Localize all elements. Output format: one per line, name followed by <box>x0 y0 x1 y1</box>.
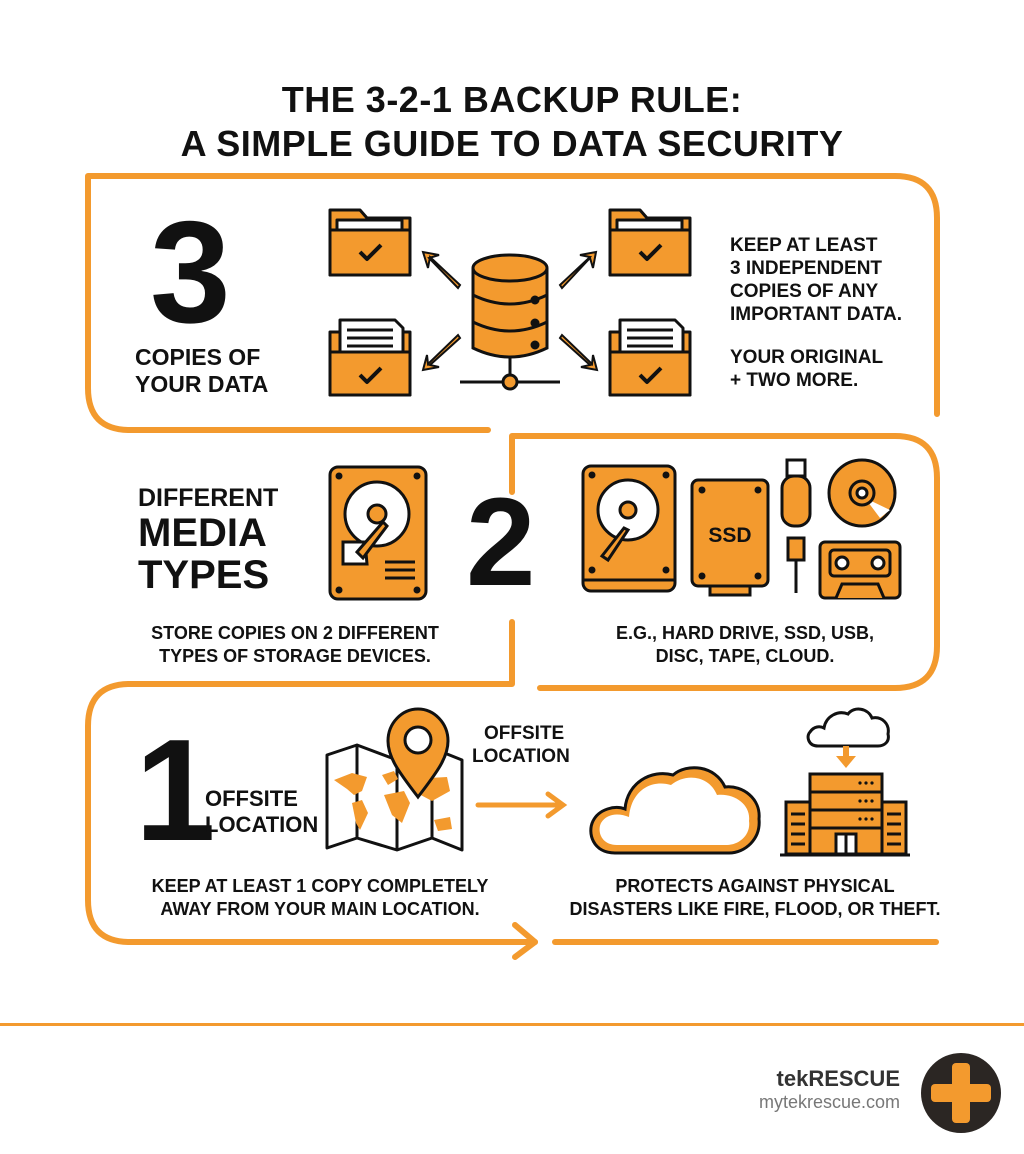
media-label-line-1: DIFFERENT <box>138 484 279 512</box>
data-center-icon <box>780 707 910 857</box>
copies-label: COPIES OF YOUR DATA <box>135 344 268 398</box>
folder-documents-icon <box>328 318 412 397</box>
one-desc-line-1: KEEP AT LEAST 1 COPY COMPLETELY <box>151 876 489 896</box>
media-types-label: DIFFERENT MEDIA TYPES <box>138 484 278 596</box>
flow-path <box>85 173 940 960</box>
two-desc-line-1: STORE COPIES ON 2 DIFFERENT <box>151 623 439 643</box>
usb-drive-icon <box>780 458 812 528</box>
map-label-line-2: LOCATION <box>472 746 570 767</box>
examples-line-2: DISC, TAPE, CLOUD. <box>655 646 835 666</box>
hard-drive-icon <box>581 464 677 593</box>
network-icon <box>460 357 560 391</box>
media-label-line-3: TYPES <box>138 553 270 597</box>
usb-cable-icon <box>786 536 806 593</box>
disc-icon <box>827 458 897 528</box>
brand-name: tekRESCUE <box>776 1066 900 1091</box>
media-examples: E.G., HARD DRIVE, SSD, USB, DISC, TAPE, … <box>560 622 930 668</box>
ssd-label: SSD <box>708 524 751 547</box>
three-desc-line-2: 3 INDEPENDENT <box>730 258 883 279</box>
page-title-line-1: THE 3-2-1 BACKUP RULE: <box>281 79 743 120</box>
offsite-map-illustration <box>325 707 464 852</box>
two-description: STORE COPIES ON 2 DIFFERENT TYPES OF STO… <box>120 622 470 668</box>
cloud-download-icon <box>806 707 890 748</box>
three-desc-line-1: KEEP AT LEAST <box>730 235 878 256</box>
two-desc-line-2: TYPES OF STORAGE DEVICES. <box>159 646 431 666</box>
protect-line-1: PROTECTS AGAINST PHYSICAL <box>615 876 895 896</box>
offsite-label: OFFSITE LOCATION <box>205 786 318 838</box>
ssd-icon <box>690 478 770 597</box>
folder-check-icon <box>608 208 692 277</box>
examples-line-1: E.G., HARD DRIVE, SSD, USB, <box>615 623 875 643</box>
page-title-line-2: A SIMPLE GUIDE TO DATA SECURITY <box>180 123 844 164</box>
three-note-line-1: YOUR ORIGINAL <box>730 347 884 368</box>
three-note-line-2: + TWO MORE. <box>730 370 859 391</box>
footer-divider <box>0 1023 1024 1026</box>
cassette-tape-icon <box>818 540 902 600</box>
protect-line-2: DISASTERS LIKE FIRE, FLOOD, OR THEFT. <box>569 899 941 919</box>
offsite-label-line-2: LOCATION <box>205 812 319 837</box>
offsite-label-line-1: OFFSITE <box>205 786 298 811</box>
cloud-icon <box>589 766 761 855</box>
arrow-right-icon <box>475 791 568 819</box>
copies-label-line-1: COPIES OF <box>135 344 261 370</box>
brand-block: tekRESCUE mytekrescue.com <box>700 1066 900 1113</box>
one-description: KEEP AT LEAST 1 COPY COMPLETELY AWAY FRO… <box>110 875 530 921</box>
folder-check-icon <box>328 208 412 277</box>
database-icon <box>471 253 549 359</box>
arrow-icon <box>421 250 599 372</box>
brand-logo-plus-icon <box>921 1053 1001 1133</box>
folder-documents-icon <box>608 318 692 397</box>
media-label-line-2: MEDIA <box>138 511 267 555</box>
map-offsite-label: OFFSITE LOCATION <box>472 722 570 768</box>
brand-url[interactable]: mytekrescue.com <box>758 1092 900 1112</box>
one-desc-line-2: AWAY FROM YOUR MAIN LOCATION. <box>160 899 480 919</box>
map-pin-icon <box>386 707 450 800</box>
three-copies-illustration <box>328 208 692 397</box>
number-three: 3 <box>150 191 231 353</box>
map-label-line-1: OFFSITE <box>484 723 565 744</box>
number-one: 1 <box>135 709 216 871</box>
protection-note: PROTECTS AGAINST PHYSICAL DISASTERS LIKE… <box>555 875 955 921</box>
three-desc-line-3: COPIES OF ANY <box>730 281 879 302</box>
three-description: KEEP AT LEAST 3 INDEPENDENT COPIES OF AN… <box>730 234 902 392</box>
hard-drive-icon <box>328 465 428 601</box>
three-desc-line-4: IMPORTANT DATA. <box>730 304 903 325</box>
media-devices-illustration: SSD <box>581 458 902 600</box>
copies-label-line-2: YOUR DATA <box>135 371 269 397</box>
number-two: 2 <box>466 473 536 612</box>
